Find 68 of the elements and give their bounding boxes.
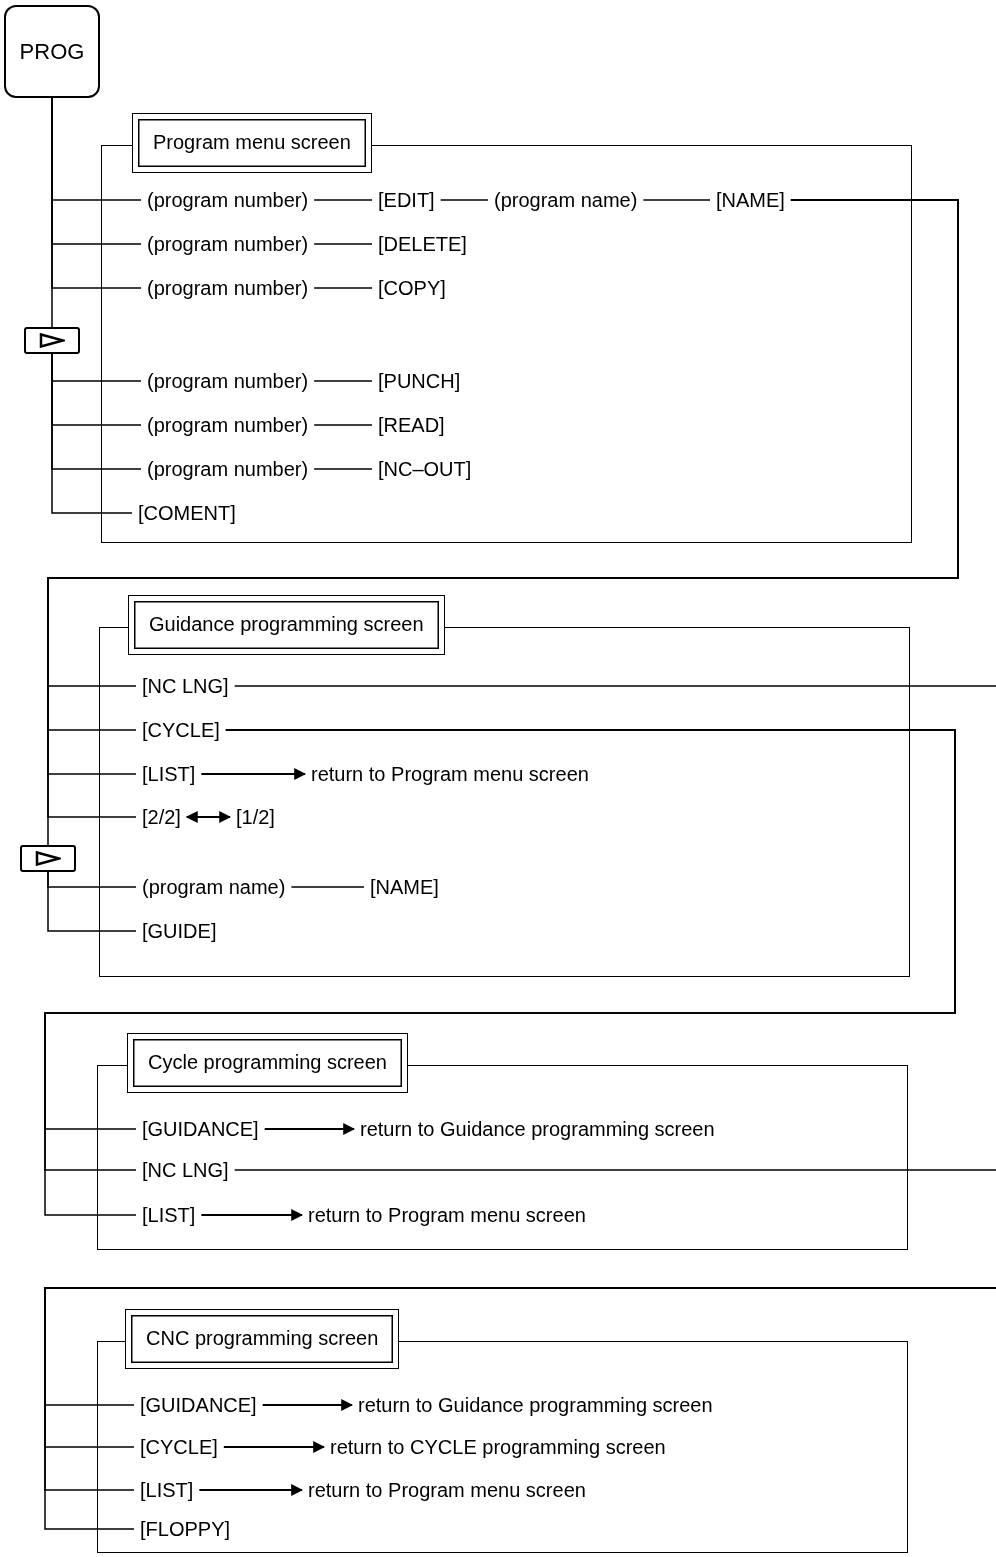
prog-key: PROG <box>4 5 100 98</box>
input-label: (program name) <box>488 188 644 212</box>
screen-title: Guidance programming screen <box>128 595 445 655</box>
softkey-label: [FLOPPY] <box>134 1517 237 1541</box>
input-label: (program number) <box>141 369 315 393</box>
softkey-label: [NAME] <box>364 875 445 899</box>
destination-text: return to Program menu screen <box>302 1478 592 1502</box>
screen-title: Program menu screen <box>132 113 372 173</box>
connector-line <box>233 685 996 687</box>
connector-line <box>642 199 711 201</box>
screen-panel <box>97 1033 908 1250</box>
arrow <box>200 768 307 780</box>
connector-line <box>439 199 489 201</box>
destination-text: return to Guidance programming screen <box>354 1117 721 1141</box>
next-key <box>24 327 80 354</box>
input-label: (program number) <box>141 457 315 481</box>
softkey-label: [EDIT] <box>372 188 441 212</box>
destination-text: return to Program menu screen <box>305 762 595 786</box>
softkey-label: [1/2] <box>230 805 281 829</box>
connector-line <box>313 424 373 426</box>
destination-text: return to Guidance programming screen <box>352 1393 719 1417</box>
softkey-label: [LIST] <box>136 1203 202 1227</box>
softkey-label: [GUIDE] <box>136 919 223 943</box>
screen-panel <box>101 113 912 543</box>
screen-title: CNC programming screen <box>125 1309 400 1369</box>
connector-line <box>313 243 373 245</box>
softkey-label: [LIST] <box>136 762 202 786</box>
softkey-label: [READ] <box>372 413 451 437</box>
next-key <box>20 845 76 872</box>
softkey-label: [CYCLE] <box>136 718 226 742</box>
arrow <box>200 1209 304 1221</box>
softkey-label: [LIST] <box>134 1478 200 1502</box>
double-headed-arrow <box>185 811 232 823</box>
connector-line <box>313 380 373 382</box>
softkey-label: [NC LNG] <box>136 1158 235 1182</box>
screen-panel <box>99 595 910 977</box>
destination-text: return to CYCLE programming screen <box>324 1435 672 1459</box>
arrow <box>263 1123 356 1135</box>
softkey-label: [PUNCH] <box>372 369 467 393</box>
connector-line <box>313 199 373 201</box>
softkey-label: [NC–OUT] <box>372 457 478 481</box>
input-label: (program number) <box>141 413 315 437</box>
screen-title: Cycle programming screen <box>127 1033 408 1093</box>
softkey-label: [CYCLE] <box>134 1435 224 1459</box>
softkey-label: [GUIDANCE] <box>134 1393 263 1417</box>
arrow <box>198 1484 304 1496</box>
softkey-label: [GUIDANCE] <box>136 1117 265 1141</box>
destination-text: return to Program menu screen <box>302 1203 592 1227</box>
connector-line <box>51 97 53 328</box>
softkey-label: [2/2] <box>136 805 187 829</box>
arrow <box>261 1399 354 1411</box>
connector-line <box>51 353 133 514</box>
input-label: (program number) <box>141 188 315 212</box>
softkey-label: [DELETE] <box>372 232 473 256</box>
softkey-label: [COMENT] <box>132 501 242 525</box>
softkey-label: [NAME] <box>710 188 791 212</box>
input-label: (program number) <box>141 232 315 256</box>
connector-line <box>290 886 365 888</box>
softkey-label: [NC LNG] <box>136 674 235 698</box>
connector-line <box>47 871 137 932</box>
connector-line <box>313 287 373 289</box>
connector-line <box>313 468 373 470</box>
softkey-label: [COPY] <box>372 276 452 300</box>
input-label: (program number) <box>141 276 315 300</box>
arrow <box>222 1441 326 1453</box>
screen-panel <box>97 1309 908 1553</box>
input-label: (program name) <box>136 875 292 899</box>
connector-line <box>233 1169 996 1171</box>
